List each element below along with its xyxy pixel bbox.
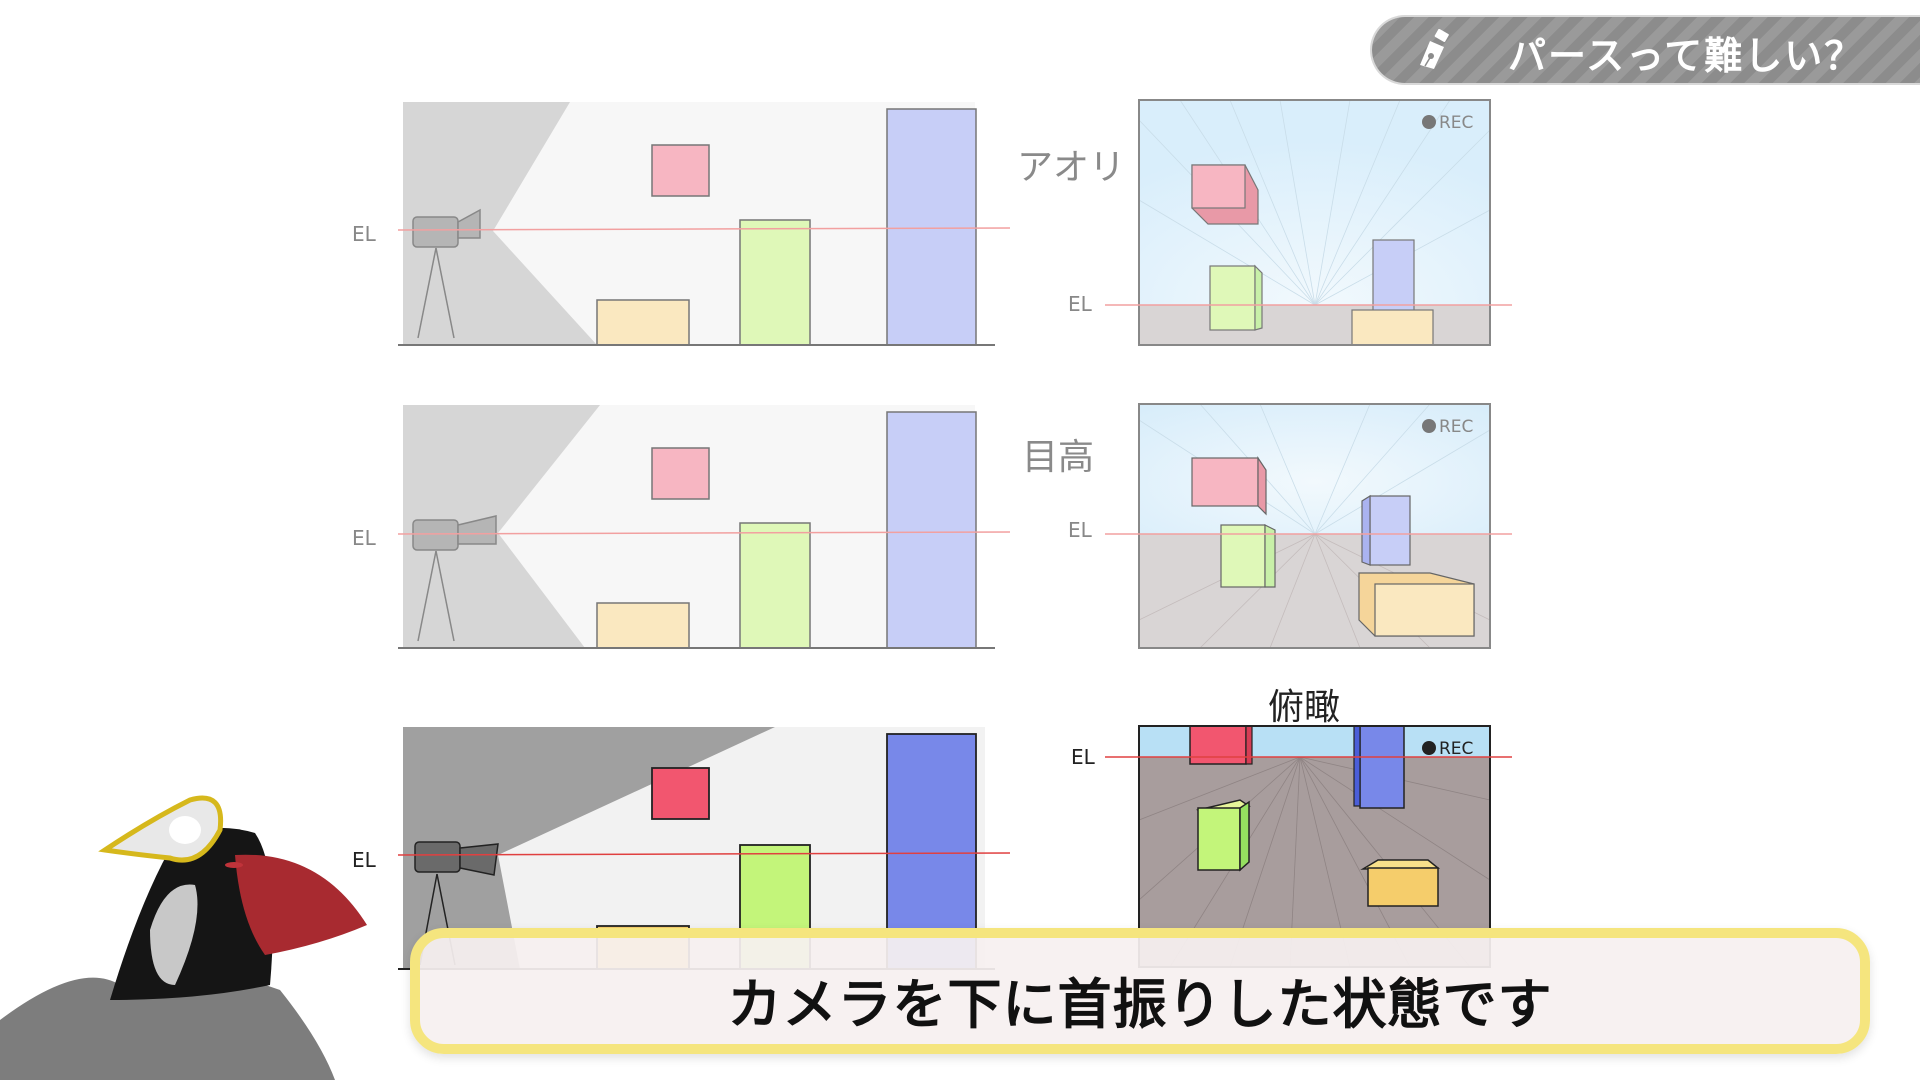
camera-view-eye-level: REC xyxy=(1105,403,1512,649)
camera-icon xyxy=(412,208,481,339)
bird-mascot xyxy=(0,795,367,1080)
el-label-side-1: EL xyxy=(352,222,376,246)
rec-indicator: REC xyxy=(1439,739,1473,759)
el-label-side-2: EL xyxy=(352,526,376,550)
fountain-pen-icon xyxy=(1420,29,1449,69)
camera-icon xyxy=(414,841,499,966)
banner-title: パースって難しい？ xyxy=(1508,34,1865,78)
el-label-view-1: EL xyxy=(1068,292,1092,316)
caption-text: カメラを下に首振りした状態です xyxy=(727,973,1553,1036)
camera-icon xyxy=(412,515,497,642)
rec-indicator: REC xyxy=(1439,113,1473,133)
el-label-view-3: EL xyxy=(1071,745,1095,769)
el-label-side-3: EL xyxy=(352,848,376,872)
camera-view-low-angle: REC xyxy=(1105,99,1512,346)
label-eye-level: 目高 xyxy=(1022,437,1095,478)
side-view-eye-level xyxy=(397,405,1011,649)
title-banner: パースって難しい？ xyxy=(1372,17,1920,83)
el-label-view-2: EL xyxy=(1068,518,1092,542)
side-view-low-angle xyxy=(397,102,1011,346)
rec-indicator: REC xyxy=(1439,417,1473,437)
label-low-angle: アオリ xyxy=(1017,147,1126,188)
subtitle-caption: カメラを下に首振りした状態です xyxy=(410,928,1870,1054)
camera-view-high-angle: REC xyxy=(1105,725,1512,968)
label-high-angle: 俯瞰 xyxy=(1268,687,1341,728)
